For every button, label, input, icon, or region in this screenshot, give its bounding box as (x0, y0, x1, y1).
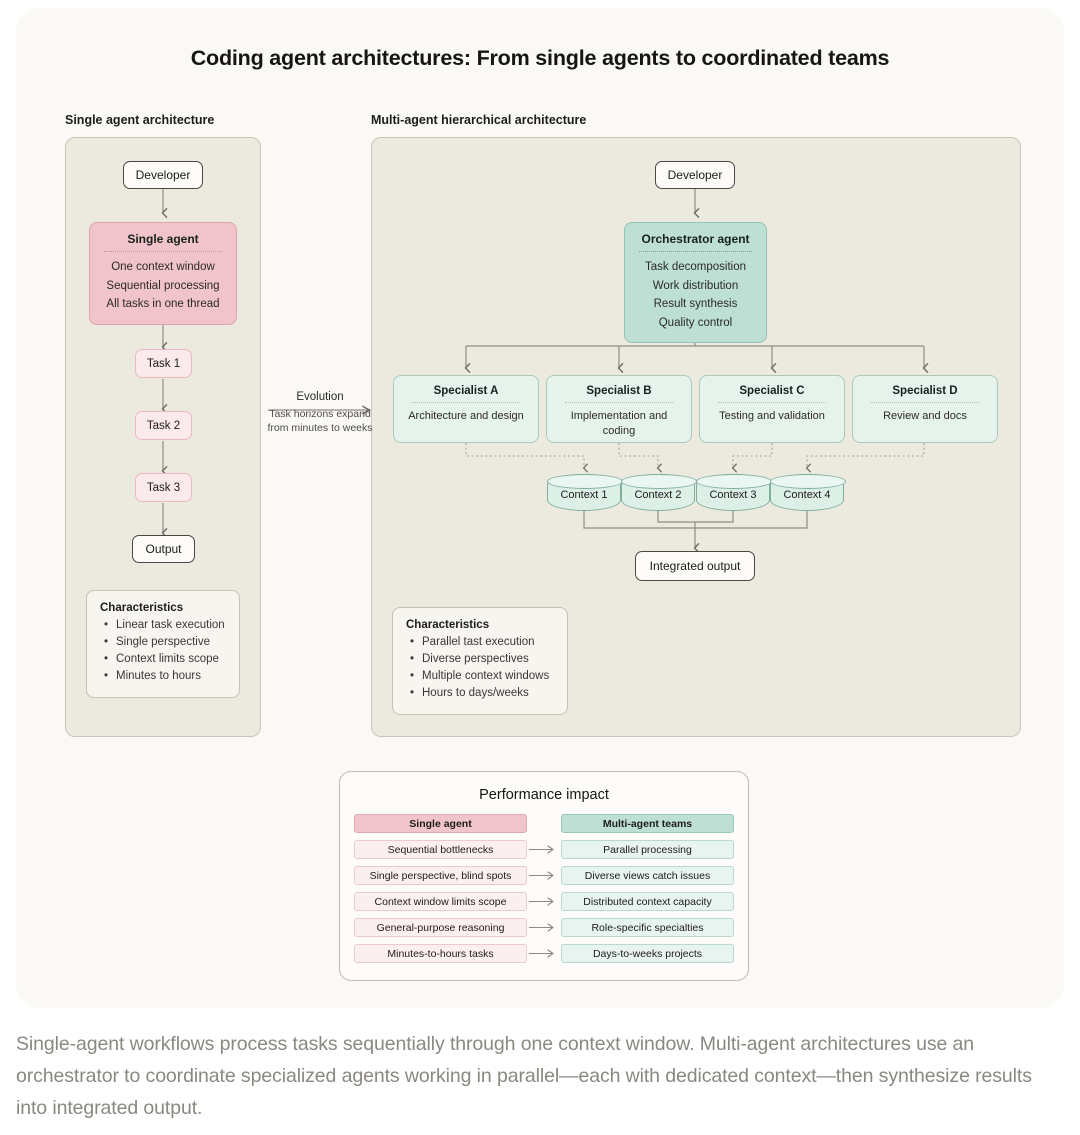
divider (639, 251, 752, 252)
arrow-right-icon (527, 871, 561, 880)
characteristic-item: Multiple context windows (406, 668, 554, 685)
context-cylinder-2: Context 2 (621, 474, 697, 511)
performance-row: Sequential bottlenecks Parallel processi… (354, 840, 734, 859)
context-label-2: Context 2 (634, 489, 682, 501)
specialist-a-card: Specialist A Architecture and design (393, 375, 539, 443)
output-node: Output (132, 535, 195, 563)
evolution-description: Task horizons expand from minutes to wee… (267, 408, 373, 434)
specialist-b-card: Specialist B Implementation and coding (546, 375, 692, 443)
arrow-right-icon (527, 845, 561, 854)
performance-cell-left: Minutes-to-hours tasks (354, 944, 527, 963)
characteristic-item: Minutes to hours (100, 668, 226, 685)
performance-row: Single perspective, blind spots Diverse … (354, 866, 734, 885)
divider (718, 402, 826, 403)
specialist-d-card: Specialist D Review and docs (852, 375, 998, 443)
characteristic-item: Parallel tast execution (406, 634, 554, 651)
performance-cell-left: Single perspective, blind spots (354, 866, 527, 885)
performance-cell-left: General-purpose reasoning (354, 918, 527, 937)
performance-cell-left: Sequential bottlenecks (354, 840, 527, 859)
divider (104, 251, 222, 252)
specialist-c-role: Testing and validation (719, 410, 825, 422)
specialist-d-role: Review and docs (883, 410, 967, 422)
performance-impact-panel: Performance impact Single agent Multi-ag… (339, 771, 749, 981)
single-characteristics-box: Characteristics Linear task execution Si… (86, 590, 240, 698)
page-title: Coding agent architectures: From single … (190, 46, 890, 70)
multi-developer-node: Developer (655, 161, 735, 189)
performance-header-left: Single agent (354, 814, 527, 833)
task-node-2: Task 2 (135, 411, 192, 440)
specialist-c-card: Specialist C Testing and validation (699, 375, 845, 443)
single-agent-card: Single agent One context window Sequenti… (89, 222, 237, 325)
orchestrator-agent-card: Orchestrator agent Task decomposition Wo… (624, 222, 767, 343)
single-developer-node: Developer (123, 161, 203, 189)
performance-row: General-purpose reasoning Role-specific … (354, 918, 734, 937)
task-node-1: Task 1 (135, 349, 192, 378)
integrated-output-node: Integrated output (635, 551, 755, 581)
performance-cell-left: Context window limits scope (354, 892, 527, 911)
performance-cell-right: Days-to-weeks projects (561, 944, 734, 963)
context-label-1: Context 1 (560, 489, 608, 501)
performance-cell-right: Parallel processing (561, 840, 734, 859)
arrow-right-icon (527, 897, 561, 906)
performance-header-right: Multi-agent teams (561, 814, 734, 833)
specialist-a-role: Architecture and design (408, 410, 524, 422)
orchestrator-line-2: Result synthesis (653, 298, 738, 310)
context-label-3: Context 3 (709, 489, 757, 501)
characteristic-item: Diverse perspectives (406, 651, 554, 668)
evolution-connector: Evolution Task horizons expand from minu… (266, 391, 374, 435)
specialist-b-role: Implementation and coding (570, 410, 668, 437)
divider (871, 402, 979, 403)
orchestrator-header: Orchestrator agent (641, 232, 750, 246)
performance-title: Performance impact (479, 787, 609, 803)
specialist-a-header: Specialist A (433, 385, 499, 397)
context-label-4: Context 4 (783, 489, 831, 501)
characteristic-item: Linear task execution (100, 617, 226, 634)
task-node-3: Task 3 (135, 473, 192, 502)
specialist-d-header: Specialist D (892, 385, 958, 397)
evolution-label: Evolution (296, 391, 344, 403)
right-panel-label: Multi-agent hierarchical architecture (371, 113, 587, 127)
single-agent-line-1: Sequential processing (106, 279, 220, 292)
performance-cell-right: Distributed context capacity (561, 892, 734, 911)
context-cylinder-4: Context 4 (770, 474, 846, 511)
performance-header-row: Single agent Multi-agent teams (354, 814, 734, 833)
divider (565, 402, 673, 403)
performance-row: Minutes-to-hours tasks Days-to-weeks pro… (354, 944, 734, 963)
characteristics-title: Characteristics (406, 619, 490, 631)
context-cylinder-1: Context 1 (547, 474, 623, 511)
performance-grid: Single agent Multi-agent teams Sequentia… (354, 814, 734, 963)
characteristic-item: Single perspective (100, 634, 226, 651)
single-agent-line-2: All tasks in one thread (106, 298, 220, 310)
multi-characteristics-box: Characteristics Parallel tast execution … (392, 607, 568, 715)
orchestrator-line-0: Task decomposition (645, 261, 746, 273)
performance-row: Context window limits scope Distributed … (354, 892, 734, 911)
characteristics-title: Characteristics (100, 602, 184, 614)
divider (412, 402, 520, 403)
figure-caption: Single-agent workflows process tasks seq… (16, 1033, 1032, 1119)
arrow-right-icon (527, 923, 561, 932)
orchestrator-line-1: Work distribution (652, 279, 739, 292)
characteristic-item: Hours to days/weeks (406, 685, 554, 702)
context-cylinder-3: Context 3 (696, 474, 772, 511)
arrow-right-icon (527, 949, 561, 958)
performance-cell-right: Diverse views catch issues (561, 866, 734, 885)
specialist-c-header: Specialist C (739, 385, 805, 397)
single-agent-header: Single agent (127, 232, 199, 246)
orchestrator-line-3: Quality control (658, 316, 733, 329)
left-panel-label: Single agent architecture (65, 113, 215, 127)
performance-cell-right: Role-specific specialties (561, 918, 734, 937)
single-agent-line-0: One context window (111, 261, 215, 273)
characteristic-item: Context limits scope (100, 651, 226, 668)
specialist-b-header: Specialist B (586, 385, 652, 397)
